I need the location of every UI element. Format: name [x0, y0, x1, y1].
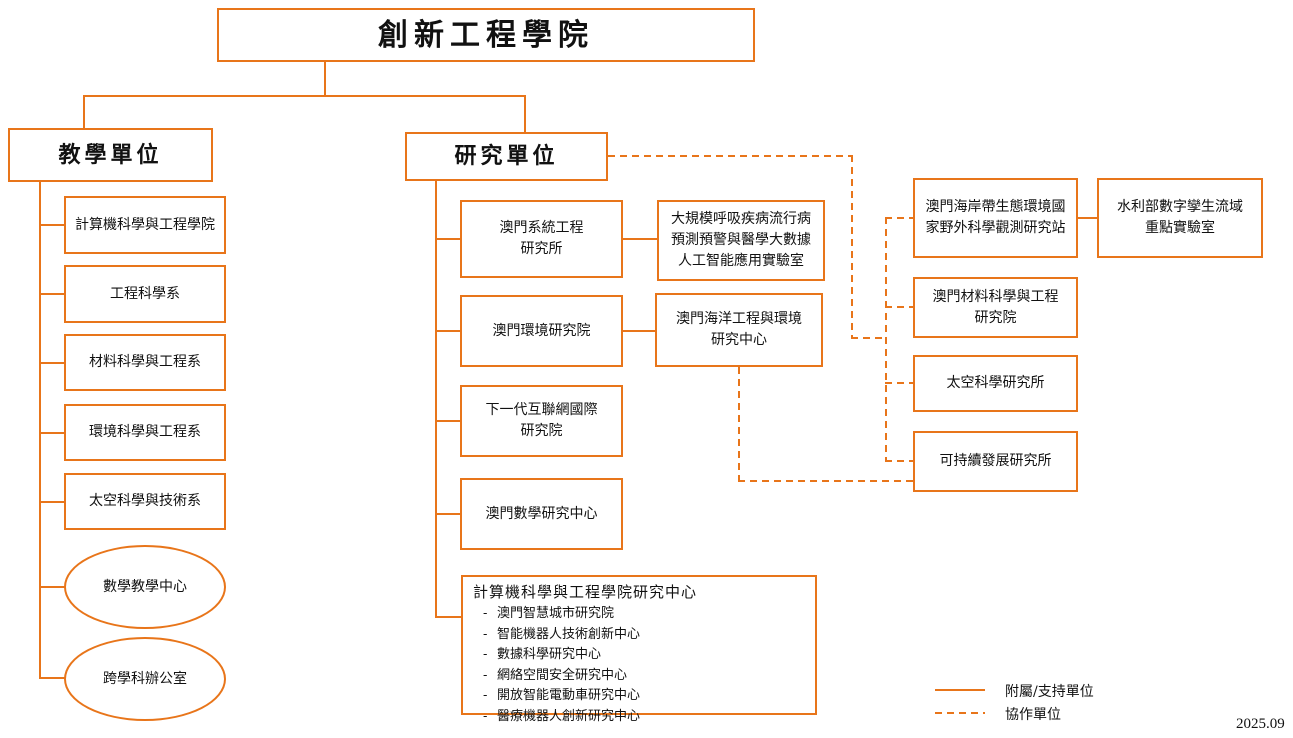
- research-0-label: 澳門系統工程 研究所: [499, 220, 584, 257]
- node-teaching-group: 教學單位: [8, 128, 213, 182]
- lab-respiratory-label: 大規模呼吸疾病流行病 預測預警與醫學大數據 人工智能應用實驗室: [671, 211, 811, 269]
- node-teaching-3: 環境科學與工程系: [64, 404, 226, 461]
- legend-dashed-label: 協作單位: [1005, 707, 1061, 723]
- legend-solid-label: 附屬/支持單位: [1005, 684, 1094, 700]
- node-teaching-0: 計算機科學與工程學院: [64, 196, 226, 254]
- connector-stub: [39, 501, 66, 503]
- connector-stub: [39, 293, 66, 295]
- list-item: -網絡空間安全研究中心: [473, 666, 640, 687]
- connector-stub: [39, 362, 66, 364]
- research-3-label: 澳門數學研究中心: [485, 505, 598, 522]
- list-item-label: 網絡空間安全研究中心: [497, 667, 628, 683]
- connector-stub: [435, 616, 463, 618]
- date-label: 2025.09: [1236, 716, 1285, 732]
- research-2-label: 下一代互聯網國際 研究院: [485, 402, 598, 439]
- node-research-3: 澳門數學研究中心: [460, 478, 623, 550]
- teaching-6-label: 跨學科辦公室: [103, 670, 187, 687]
- connector-stub-dashed: [885, 382, 914, 384]
- connector-collab-drop: [851, 155, 853, 338]
- connector-marine-to-sustain: [738, 480, 915, 482]
- node-research-2: 下一代互聯網國際 研究院: [460, 385, 623, 457]
- connector-stub: [435, 513, 462, 515]
- connector-to-teaching: [83, 95, 85, 129]
- teaching-group-label: 教學單位: [58, 141, 163, 168]
- teaching-0-label: 計算機科學與工程學院: [75, 216, 215, 233]
- connector-stub: [435, 420, 462, 422]
- node-collab-1: 水利部數字孿生流域 重點實驗室: [1097, 178, 1263, 258]
- connector-research-trunk: [435, 181, 437, 618]
- collab-0-label: 澳門海岸帶生態環境國 家野外科學觀測研究站: [925, 199, 1066, 236]
- list-item: -數據科學研究中心: [473, 645, 640, 666]
- legend-solid-line: [935, 689, 985, 691]
- connector-stub: [435, 238, 462, 240]
- bullet: -: [483, 606, 488, 622]
- connector-collab-trunk: [885, 217, 887, 462]
- root-title: 創新工程學院: [378, 17, 594, 53]
- connector-stub-dashed: [885, 460, 914, 462]
- connector-stub-dashed: [885, 217, 914, 219]
- collab-3-label: 太空科學研究所: [946, 375, 1045, 391]
- node-collab-2: 澳門材料科學與工程 研究院: [913, 277, 1078, 338]
- connector-teaching-trunk: [39, 182, 41, 679]
- bullet: -: [483, 647, 488, 663]
- node-lab-marine: 澳門海洋工程與環境 研究中心: [655, 293, 823, 367]
- node-teaching-4: 太空科學與技術系: [64, 473, 226, 530]
- connector-stub-dashed: [885, 306, 914, 308]
- cse-centers-title: 計算機科學與工程學院研究中心: [473, 583, 698, 601]
- bullet: -: [483, 667, 488, 683]
- research-1-label: 澳門環境研究院: [492, 322, 591, 339]
- collab-4-label: 可持續發展研究所: [939, 453, 1052, 469]
- research-group-label: 研究單位: [454, 143, 559, 169]
- list-item-label: 數據科學研究中心: [497, 647, 602, 663]
- connector-marine-drop: [738, 367, 740, 482]
- teaching-1-label: 工程科學系: [110, 285, 180, 302]
- node-research-group: 研究單位: [405, 132, 608, 181]
- connector-stub: [39, 586, 66, 588]
- connector-stub: [39, 677, 66, 679]
- legend-dashed-line: [935, 712, 985, 714]
- collab-1-label: 水利部數字孿生流域 重點實驗室: [1117, 199, 1243, 236]
- node-teaching-6: 跨學科辦公室: [64, 637, 226, 721]
- teaching-4-label: 太空科學與技術系: [89, 493, 201, 509]
- list-item: -醫療機器人創新研究中心: [473, 707, 640, 728]
- list-item: -澳門智慧城市研究院: [473, 604, 640, 625]
- teaching-5-label: 數學教學中心: [103, 578, 187, 595]
- bullet: -: [483, 626, 488, 642]
- node-root: 創新工程學院: [217, 8, 755, 62]
- list-item-label: 醫療機器人創新研究中心: [497, 708, 641, 724]
- bullet: -: [483, 708, 488, 724]
- connector-collab-joint: [851, 337, 887, 339]
- list-item: -智能機器人技術創新中心: [473, 625, 640, 646]
- connector-stub: [39, 224, 66, 226]
- list-item: -開放智能電動車研究中心: [473, 686, 640, 707]
- teaching-2-label: 材料科學與工程系: [89, 354, 201, 370]
- collab-2-label: 澳門材料科學與工程 研究院: [932, 288, 1059, 326]
- node-teaching-2: 材料科學與工程系: [64, 334, 226, 391]
- node-collab-3: 太空科學研究所: [913, 355, 1078, 412]
- list-item-label: 開放智能電動車研究中心: [497, 688, 641, 704]
- node-cse-research-centers: 計算機科學與工程學院研究中心 -澳門智慧城市研究院 -智能機器人技術創新中心 -…: [461, 575, 817, 724]
- connector-coastal-to-water: [1078, 217, 1099, 219]
- connector-stub: [435, 330, 462, 332]
- list-item-label: 澳門智慧城市研究院: [497, 606, 615, 622]
- node-collab-0: 澳門海岸帶生態環境國 家野外科學觀測研究站: [913, 178, 1078, 258]
- connector-root-drop: [324, 62, 326, 96]
- connector-env-to-marine: [623, 330, 657, 332]
- cse-centers-list: -澳門智慧城市研究院 -智能機器人技術創新中心 -數據科學研究中心 -網絡空間安…: [473, 604, 640, 727]
- connector-stub: [39, 432, 66, 434]
- node-teaching-1: 工程科學系: [64, 265, 226, 323]
- bullet: -: [483, 688, 488, 704]
- node-teaching-5: 數學教學中心: [64, 545, 226, 629]
- connector-systems-to-lab: [623, 238, 657, 240]
- node-research-1: 澳門環境研究院: [460, 295, 623, 367]
- connector-to-research: [524, 95, 526, 133]
- lab-marine-label: 澳門海洋工程與環境 研究中心: [676, 311, 802, 348]
- teaching-3-label: 環境科學與工程系: [89, 424, 201, 440]
- node-research-0: 澳門系統工程 研究所: [460, 200, 623, 278]
- connector-research-collab: [608, 155, 853, 157]
- list-item-label: 智能機器人技術創新中心: [497, 626, 641, 642]
- node-collab-4: 可持續發展研究所: [913, 431, 1078, 492]
- node-lab-respiratory: 大規模呼吸疾病流行病 預測預警與醫學大數據 人工智能應用實驗室: [657, 200, 825, 281]
- connector-root-split: [83, 95, 525, 97]
